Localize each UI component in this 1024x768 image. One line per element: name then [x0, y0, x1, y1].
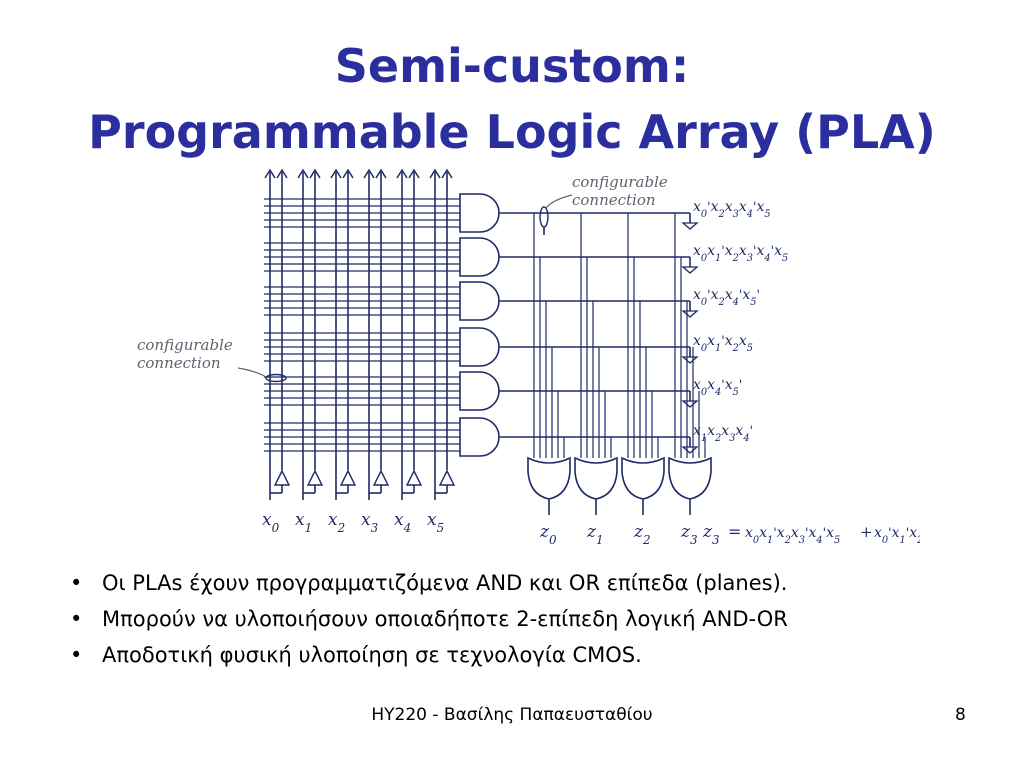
arrow-up-icon: [330, 168, 342, 179]
ground-icon: [681, 310, 699, 318]
output-label: z2: [633, 522, 651, 547]
arrow-up-icon: [276, 168, 288, 179]
bullet-item: • Μπορούν να υλοποιήσουν οποιαδήποτε 2-επ…: [70, 601, 788, 637]
bullet-icon: •: [70, 571, 83, 595]
input-label: x0: [262, 510, 280, 535]
output-label: z3: [680, 522, 698, 547]
or-gate-icon: [668, 456, 712, 500]
input-label: x5: [427, 510, 444, 535]
arrow-up-icon: [375, 168, 387, 179]
or-gate-icon: [574, 456, 618, 500]
arrow-up-icon: [429, 168, 441, 179]
equation-term: x0x1'x2x3'x4'x5: [745, 525, 840, 546]
product-term-label: x0'x2x3x4'x5: [693, 199, 771, 220]
arrow-up-icon: [408, 168, 420, 179]
arrow-up-icon: [363, 168, 375, 179]
and-gate-icon: [459, 371, 500, 411]
ground-icon: [681, 222, 699, 230]
inverter-icon: [372, 469, 390, 486]
arrow-up-icon: [309, 168, 321, 179]
equation-term: x0'x1'x2x5: [874, 525, 920, 546]
ground-icon: [681, 400, 699, 408]
connection-marker-icon: [539, 206, 549, 228]
ground-icon: [681, 266, 699, 274]
bullet-item: • Οι PLAs έχουν προγραμματιζόμενα AND και…: [70, 565, 788, 601]
equals-sign: =: [728, 522, 741, 541]
plus-sign: +: [860, 523, 873, 541]
input-label: x3: [361, 510, 378, 535]
and-gate-icon: [459, 193, 500, 233]
bullet-list: • Οι PLAs έχουν προγραμματιζόμενα AND και…: [70, 565, 788, 673]
page-number: 8: [955, 705, 966, 725]
equation-lhs: z3: [702, 522, 720, 547]
slide-title-line-1: Semi-custom:: [334, 39, 690, 93]
output-label: z0: [539, 522, 557, 547]
input-label: x1: [295, 510, 312, 535]
footer-text: HY220 - Βασίλης Παπαευσταθίου: [371, 705, 653, 725]
pla-diagram: x0 x1 x2 x3 x4 x5 x0'x2x3x4'x5 x0x1'x2x3'x4'x5 x…: [137, 168, 920, 547]
arrow-up-icon: [342, 168, 354, 179]
output-label: z1: [586, 522, 604, 547]
and-gate-icon: [459, 417, 500, 457]
bullet-item: • Αποδοτική φυσική υλοποίηση σε τεχνολογί…: [70, 637, 788, 673]
or-gate-icon: [621, 456, 665, 500]
arrow-up-icon: [441, 168, 453, 179]
bullet-icon: •: [70, 643, 83, 667]
ground-icon: [681, 446, 699, 454]
input-label: x4: [394, 510, 411, 535]
and-gate-icon: [459, 327, 500, 367]
and-gate-icon: [459, 237, 500, 277]
and-gate-icon: [459, 281, 500, 321]
arrow-up-icon: [297, 168, 309, 179]
bullet-text: Αποδοτική φυσική υλοποίηση σε τεχνολογία…: [102, 643, 642, 667]
slide-title-line-2: Programmable Logic Array (PLA): [88, 105, 936, 159]
bullet-text: Οι PLAs έχουν προγραμματιζόμενα AND και …: [102, 571, 788, 595]
arrow-up-icon: [264, 168, 276, 179]
input-label: x2: [328, 510, 345, 535]
inverter-icon: [273, 469, 291, 486]
product-term-label: x0x1'x2x3'x4'x5: [693, 243, 788, 264]
inverter-icon: [306, 469, 324, 486]
arrow-up-icon: [396, 168, 408, 179]
bullet-icon: •: [70, 607, 83, 631]
callout-leader: [545, 194, 573, 209]
product-term-label: x0'x2x4'x5': [693, 287, 760, 308]
bullet-text: Μπορούν να υλοποιήσουν οποιαδήποτε 2-επί…: [102, 607, 788, 631]
connection-marker-icon: [265, 373, 287, 383]
inverter-icon: [339, 469, 357, 486]
inverter-icon: [405, 469, 423, 486]
callout-leader: [237, 367, 267, 378]
ground-icon: [681, 356, 699, 364]
or-gate-icon: [527, 456, 571, 500]
inverter-icon: [438, 469, 456, 486]
product-term-label: x0x1'x2x5: [693, 333, 753, 354]
product-term-label: x0x4'x5': [693, 377, 742, 398]
product-term-label: x1x2x3x4': [693, 423, 753, 444]
